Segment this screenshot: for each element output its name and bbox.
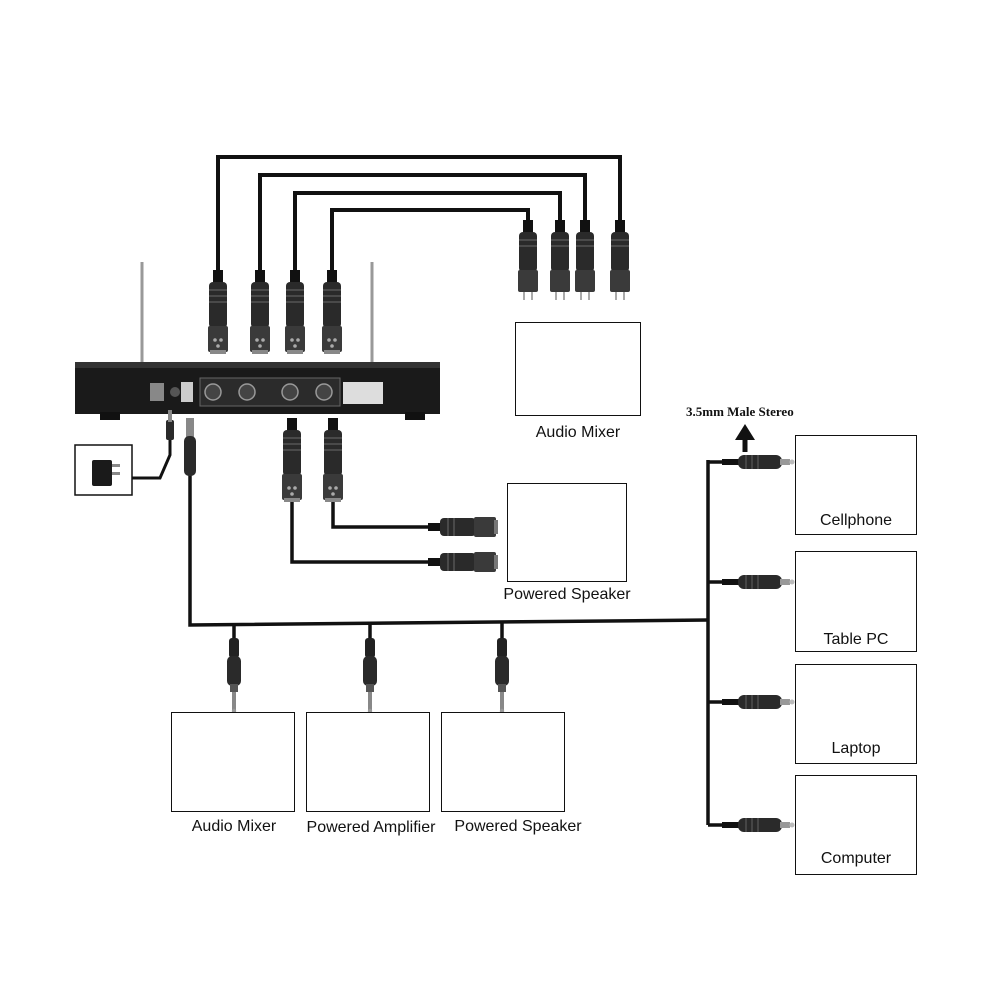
- xlr-connector-icon: [249, 269, 271, 355]
- xlr-connector-icon: [284, 269, 306, 355]
- xlr-connector-icon: [517, 219, 539, 301]
- xlr-connector-icon: [207, 269, 229, 355]
- quarter-inch-jack-icon: [227, 638, 241, 714]
- audio-mixer-top-label: Audio Mixer: [535, 424, 621, 441]
- powered-amplifier-box: [306, 712, 430, 812]
- mini-jack-icon: [721, 817, 796, 833]
- laptop-box: [795, 664, 917, 764]
- cellphone-box: [795, 435, 917, 535]
- quarter-inch-jack-icon: [184, 418, 196, 476]
- laptop-label: Laptop: [831, 740, 881, 757]
- computer-label: Computer: [820, 850, 892, 867]
- powered-speaker-bottom-label: Powered Speaker: [454, 818, 582, 835]
- audio-mixer-bottom-box: [171, 712, 295, 812]
- xlr-connector-icon: [281, 417, 303, 503]
- quarter-inch-jack-icon: [495, 638, 509, 714]
- cellphone-label: Cellphone: [819, 512, 893, 529]
- mini-jack-icon: [721, 574, 796, 590]
- xlr-connector-icon: [574, 219, 596, 301]
- tablet-box: [795, 551, 917, 652]
- powered-speaker-mid-box: [507, 483, 627, 582]
- computer-box: [795, 775, 917, 875]
- tablet-label: Table PC: [823, 631, 889, 648]
- mini-jack-icon: [721, 454, 796, 470]
- xlr-connector-icon: [549, 219, 571, 301]
- quarter-inch-jack-icon: [363, 638, 377, 714]
- audio-mixer-top-box: [515, 322, 641, 416]
- power-adapter-icon: [92, 460, 120, 486]
- xlr-connector-icon: [427, 516, 499, 538]
- wireless-receiver-icon: [75, 262, 440, 420]
- stereo-plug-label: 3.5mm Male Stereo: [686, 404, 794, 419]
- powered-speaker-mid-label: Powered Speaker: [503, 586, 631, 603]
- audio-mixer-bottom-label: Audio Mixer: [191, 818, 277, 835]
- xlr-connector-icon: [609, 219, 631, 301]
- speaker-xlr-cables: [290, 500, 428, 564]
- dc-plug-icon: [166, 410, 174, 440]
- main-bus-cable: [188, 460, 724, 827]
- mini-jack-icon: [721, 694, 796, 710]
- powered-speaker-bottom-box: [441, 712, 565, 812]
- xlr-connector-icon: [321, 269, 343, 355]
- xlr-connector-icon: [322, 417, 344, 503]
- powered-amplifier-label: Powered Amplifier: [306, 819, 436, 836]
- xlr-connector-icon: [427, 551, 499, 573]
- up-arrow-icon: [735, 424, 755, 452]
